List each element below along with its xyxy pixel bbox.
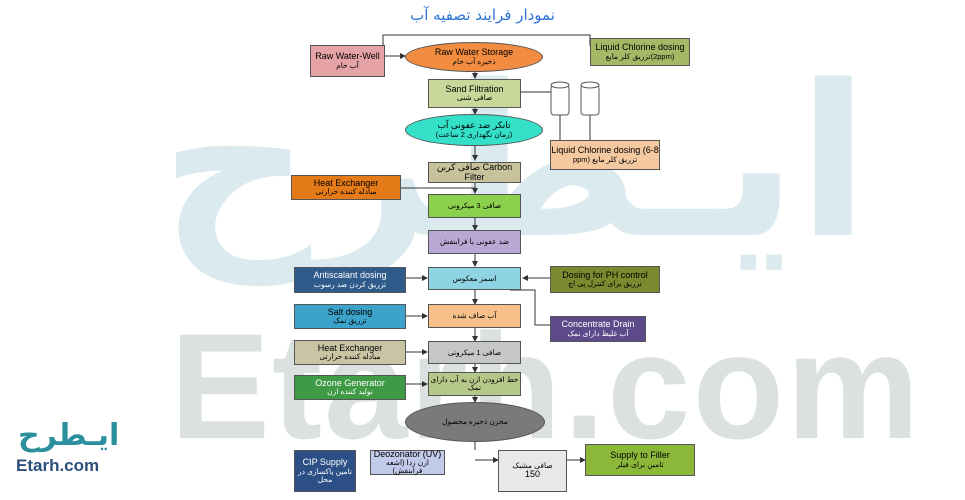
node-en-label: آب صاف شده [452, 311, 497, 321]
node-salt-dosing: Salt dosing تزریق نمک [294, 304, 406, 329]
node-en-label: اسمز معکوس [452, 273, 497, 283]
node-en-label: Heat Exchanger [317, 342, 383, 353]
node-en-label: صافی مشبک [512, 461, 553, 471]
node-filtered-water: آب صاف شده [428, 304, 521, 328]
node-reverse-osmosis: اسمز معکوس [428, 267, 521, 290]
node-en-label: Dosing for PH control [562, 269, 648, 280]
node-en-label: Liquid Chlorine dosing [595, 42, 685, 53]
node-fa-label: تامین پاکسازی در محل [298, 466, 352, 484]
node-en-label: Heat Exchanger [313, 177, 379, 188]
node-filter-3-micron: صافی 3 میکرونی [428, 194, 521, 218]
node-en-label: Raw Water Storage [434, 47, 514, 58]
node-fa-label: تامین برای فیلر [616, 459, 664, 469]
logo-latin: Etarh.com [16, 456, 100, 475]
diagram-title: نمودار فرایند تصفیه آب [410, 6, 555, 24]
node-liquid-chlorine-2ppm: Liquid Chlorine dosing تزریق کلر مایع(2p… [590, 38, 690, 66]
node-uv-disinfection: ضد عفونی با فرابنفش [428, 230, 521, 254]
node-cip-supply: CIP Supply تامین پاکسازی در محل [294, 450, 356, 492]
node-en-label: Salt dosing [327, 306, 373, 317]
node-filter-1-micron: صافی 1 میکرونی [428, 341, 521, 364]
node-en-label: صافی 3 میکرونی [447, 201, 502, 211]
node-fa-label: مبادله کننده حرارتی [319, 352, 381, 362]
node-fa-label: (زمان نگهداری 2 ساعت) [435, 129, 513, 139]
node-ozone-generator: Ozone Generator تولید کننده ازن [294, 375, 406, 400]
node-fa-label: نمک [467, 383, 482, 392]
node-fa-label: تزریق نمک [333, 316, 367, 326]
node-fa-label: تزریق برای کنترل پی اچ [568, 279, 642, 289]
node-en-label: Ozone Generator [315, 377, 385, 388]
node-en-label: CIP Supply [302, 457, 348, 468]
node-filter-150: صافی مشبک 150 [498, 450, 567, 492]
node-en-label: ضد عفونی با فرابنفش [440, 237, 509, 247]
node-en-label: Supply to Filler [610, 450, 670, 461]
node-fa-label: مبادله کننده حرارتی [315, 187, 377, 197]
node-fa-label: تولید کننده ازن [327, 387, 373, 397]
node-en-label: Concentrate Drain [561, 319, 635, 330]
node-fa-label: تزریق کلر مایع(2ppm) [605, 51, 675, 61]
node-fa-label: صافی شنی [456, 93, 493, 103]
node-raw-water-storage: Raw Water Storage ذخیره آب خام [405, 42, 543, 72]
node-en-label: Liquid Chlorine dosing (6-8 [551, 145, 659, 156]
node-en-label: صافی 1 میکرونی [447, 347, 502, 357]
node-en-label: Raw Water-Well [315, 51, 380, 62]
node-en-label: Antiscalant dosing [313, 270, 387, 281]
node-deozonator: Deozonator (UV) ازن زدا (اشعه فرابنفش) [370, 448, 445, 476]
node-raw-water-well: Raw Water-Well آب خام [310, 45, 385, 77]
logo-arabic: ایـطرح [18, 418, 120, 453]
chlorine-tanks [550, 81, 600, 116]
node-ozonation-line: خط افزودن ازن به آب دارای نمک [428, 372, 521, 396]
node-en-label: Deozonator (UV) [373, 448, 442, 459]
node-fa-label: ذخیره آب خام [452, 56, 496, 66]
node-en-label: مخزن ذخیره محصول [442, 417, 508, 427]
node-heat-exchanger-2: Heat Exchanger مبادله کننده حرارتی [294, 340, 406, 365]
node-fa-label: ازن زدا (اشعه فرابنفش) [386, 458, 429, 476]
node-concentrate-drain: Concentrate Drain آب غلیظ دارای نمک [550, 316, 646, 342]
node-en-label: صافی کربن Carbon Filter [436, 162, 513, 182]
node-carbon-filter: صافی کربن Carbon Filter [428, 162, 521, 183]
node-product-storage: مخزن ذخیره محصول [405, 402, 545, 442]
node-fa-label: 150 [524, 469, 541, 480]
node-fa-label: آب خام [336, 60, 359, 70]
node-fa-label: تزریق کردن ضد رسوب [313, 279, 387, 289]
node-en-label: خط افزودن ازن به آب دارای [430, 375, 519, 385]
node-en-label: تانکر ضد عفونی آب [437, 120, 511, 131]
node-supply-to-filler: Supply to Filler تامین برای فیلر [585, 444, 695, 476]
node-en-label: Sand Filtration [445, 83, 504, 94]
node-disinfection-tank: تانکر ضد عفونی آب (زمان نگهداری 2 ساعت) [405, 114, 543, 146]
node-ph-dosing: Dosing for PH control تزریق برای کنترل پ… [550, 266, 660, 293]
node-sand-filtration: Sand Filtration صافی شنی [428, 79, 521, 108]
node-heat-exchanger-1: Heat Exchanger مبادله کننده حرارتی [291, 175, 401, 200]
node-fa-label: ppm) تزریق کلر مایع [572, 154, 638, 164]
node-liquid-chlorine-6-8ppm: Liquid Chlorine dosing (6-8 ppm) تزریق ک… [550, 140, 660, 170]
node-antiscalant-dosing: Antiscalant dosing تزریق کردن ضد رسوب [294, 267, 406, 293]
node-fa-label: آب غلیظ دارای نمک [567, 328, 629, 338]
